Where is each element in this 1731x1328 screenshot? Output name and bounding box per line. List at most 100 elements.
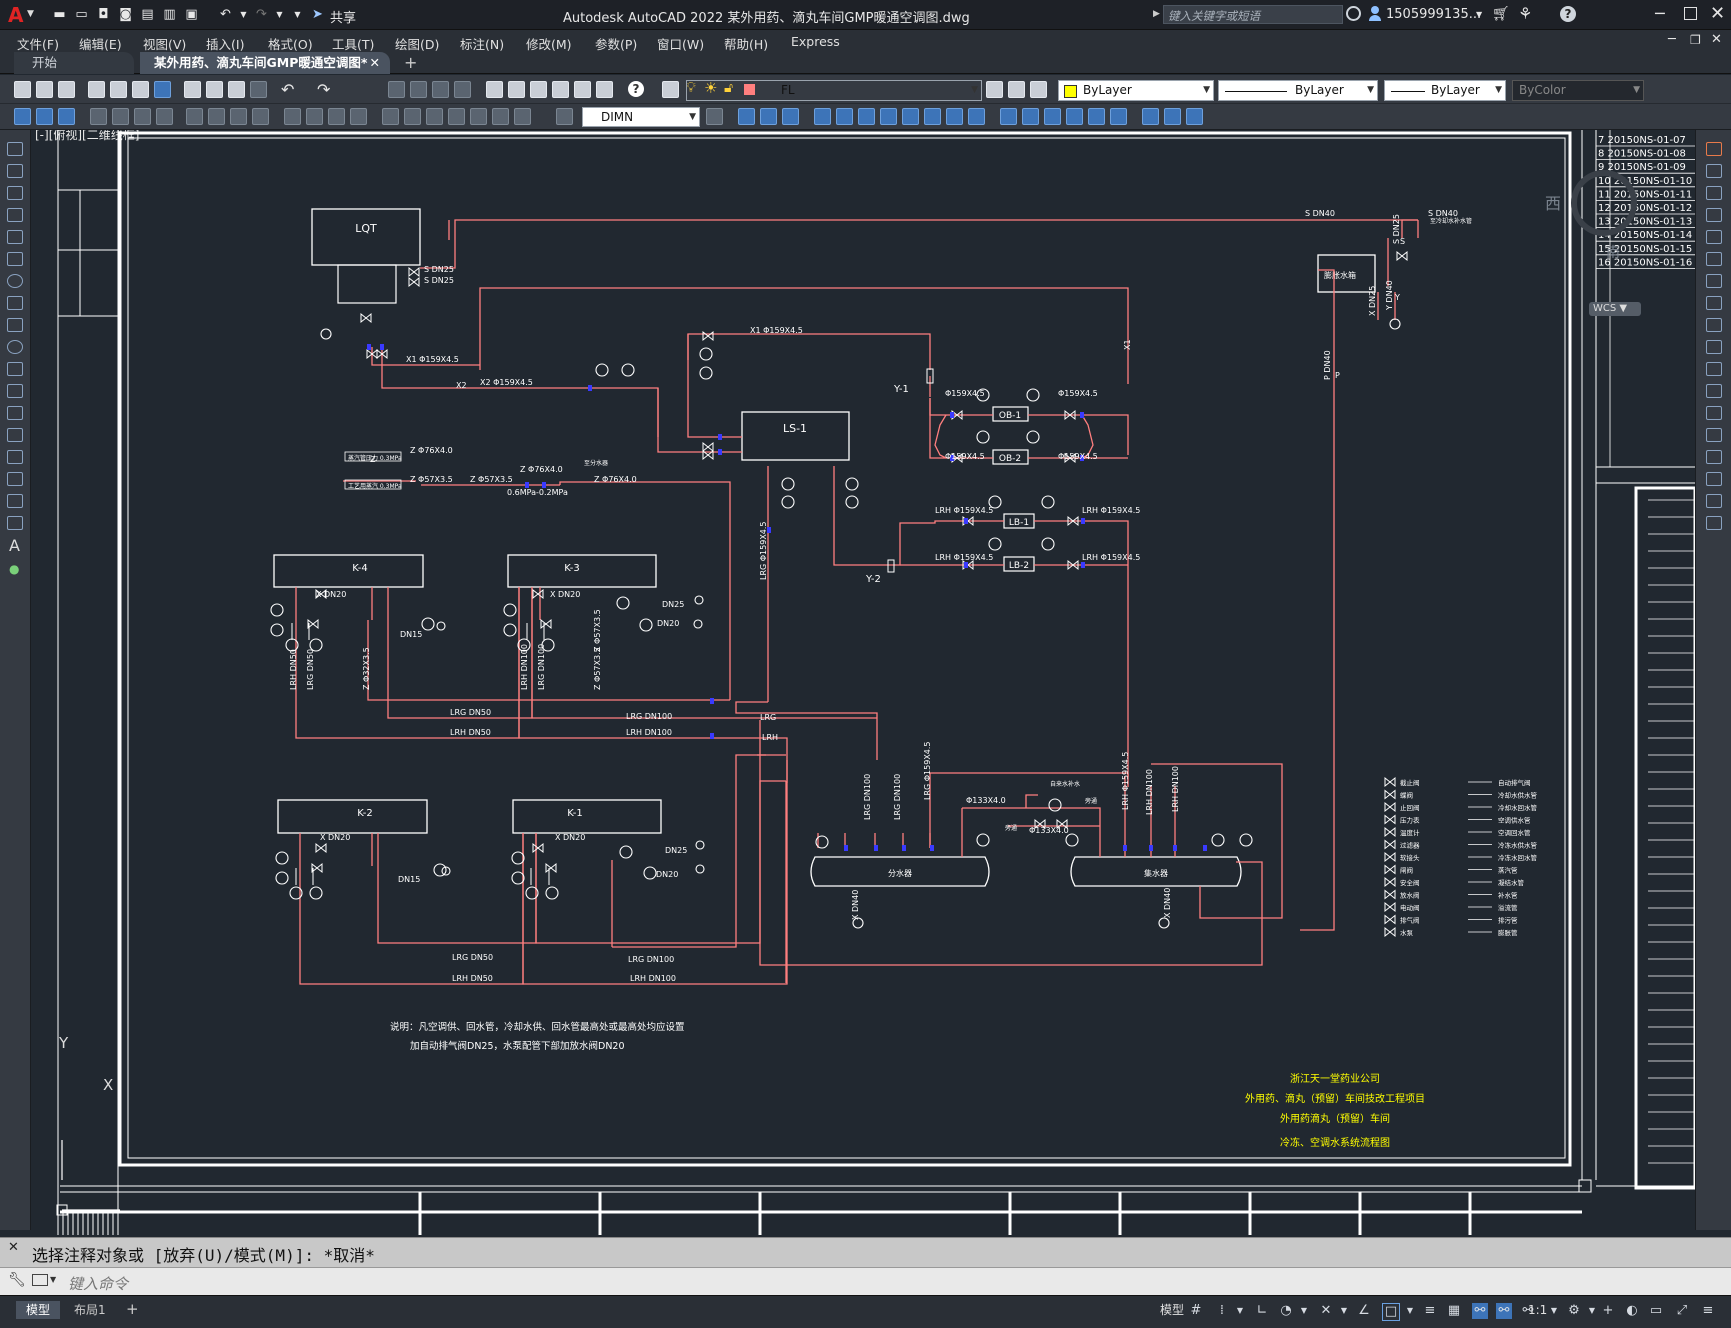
new-icon[interactable]: ▬ xyxy=(53,7,66,22)
fullscreen-icon[interactable]: ⤢ xyxy=(1676,1303,1688,1318)
mtext-icon[interactable]: A xyxy=(9,536,20,555)
modify-5-icon[interactable] xyxy=(836,108,853,125)
save-icon[interactable]: ◘ xyxy=(98,7,109,22)
snap-dropdown-icon[interactable]: ▼ xyxy=(1236,1306,1244,1315)
erase-icon[interactable] xyxy=(1706,142,1722,156)
menu-window[interactable]: 窗口(W) xyxy=(657,37,705,52)
menu-express[interactable]: Express xyxy=(791,34,840,49)
offset-icon[interactable] xyxy=(1706,208,1722,222)
tab-close-icon[interactable]: ✕ xyxy=(369,55,380,70)
modify-9-icon[interactable] xyxy=(924,108,941,125)
modify-6-icon[interactable] xyxy=(858,108,875,125)
viewport-controls-label[interactable]: [-][俯视][二维线框] xyxy=(35,130,140,142)
mtext-edit-icon[interactable] xyxy=(36,108,53,125)
modify-4-icon[interactable] xyxy=(814,108,831,125)
minimize-icon[interactable]: ─ xyxy=(1655,4,1665,23)
modify-13-icon[interactable] xyxy=(1022,108,1039,125)
search-input-box[interactable]: 键入关键字或短语 xyxy=(1163,5,1343,24)
tab-document[interactable]: 某外用药、滴丸车间GMP暖通空调图* ✕ xyxy=(140,52,390,74)
help-tb-icon[interactable]: ? xyxy=(628,81,644,97)
saveas-icon[interactable]: ◙ xyxy=(119,7,132,22)
layout1-tab[interactable]: 布局1 xyxy=(74,1303,106,1317)
redo-icon[interactable]: ↷ xyxy=(256,7,267,22)
search-icon[interactable] xyxy=(1346,6,1361,21)
dim-update-icon[interactable] xyxy=(514,108,531,125)
qplot-icon[interactable] xyxy=(88,81,105,98)
publish-icon[interactable] xyxy=(132,81,149,98)
open-icon[interactable]: ▭ xyxy=(75,7,88,22)
qleader-icon[interactable] xyxy=(14,108,31,125)
modify-15-icon[interactable] xyxy=(1066,108,1083,125)
dim-aligned-icon[interactable] xyxy=(112,108,129,125)
zoom-previous-icon[interactable] xyxy=(454,81,471,98)
modify-1-icon[interactable] xyxy=(738,108,755,125)
isolate-icon[interactable]: ◐ xyxy=(1626,1303,1638,1318)
annotation-scale-value[interactable]: 1:1 xyxy=(1528,1303,1548,1317)
close-window-icon[interactable]: ✕ xyxy=(1710,3,1726,24)
pan-icon[interactable] xyxy=(388,81,405,98)
doc-close-icon[interactable]: ✕ xyxy=(1711,32,1722,47)
polar-icon[interactable]: ◔ xyxy=(1280,1303,1292,1318)
user-dropdown-icon[interactable]: ▼ xyxy=(1476,10,1483,19)
qdim-icon[interactable] xyxy=(284,108,301,125)
rectangle-icon[interactable] xyxy=(7,230,23,244)
customize-dropdown-icon[interactable]: ▼ xyxy=(294,10,301,19)
modify-7-icon[interactable] xyxy=(880,108,897,125)
menu-tools[interactable]: 工具(T) xyxy=(332,37,375,52)
menu-modify[interactable]: 修改(M) xyxy=(526,37,572,52)
command-input[interactable]: 键入命令 xyxy=(68,1275,129,1293)
point-icon[interactable] xyxy=(7,428,23,442)
maximize-icon[interactable] xyxy=(1684,7,1697,20)
user-name[interactable]: 1505999135... xyxy=(1386,7,1482,22)
modify-10-icon[interactable] xyxy=(946,108,963,125)
menu-help[interactable]: 帮助(H) xyxy=(724,37,769,52)
polyline-icon[interactable] xyxy=(7,186,23,200)
app-menu-arrow-icon[interactable]: ▼ xyxy=(27,9,34,19)
workspace-dropdown-icon[interactable]: ▼ xyxy=(1588,1306,1596,1315)
modify-11-icon[interactable] xyxy=(968,108,985,125)
undo-tb-icon[interactable]: ↶ xyxy=(281,80,295,99)
transparency-icon[interactable]: ▦ xyxy=(1447,1303,1461,1318)
spline-icon[interactable] xyxy=(7,318,23,332)
menu-view[interactable]: 视图(V) xyxy=(143,37,187,52)
region-icon[interactable] xyxy=(7,494,23,508)
3d-dwf-icon[interactable] xyxy=(154,81,171,98)
tab-start[interactable]: 开始 xyxy=(14,52,134,74)
inspect-icon[interactable] xyxy=(426,108,443,125)
plot-icon[interactable]: ▣ xyxy=(185,7,198,22)
arc-icon[interactable] xyxy=(7,252,23,266)
polar-dropdown-icon[interactable]: ▼ xyxy=(1300,1306,1308,1315)
preview-icon[interactable] xyxy=(110,81,127,98)
dim-continue-icon[interactable] xyxy=(328,108,345,125)
annotation-scale-icon[interactable]: ⚯ xyxy=(1522,1303,1534,1318)
dim-jog-line-icon[interactable] xyxy=(448,108,465,125)
undo-icon[interactable]: ↶ xyxy=(220,7,231,22)
dim-baseline-icon[interactable] xyxy=(306,108,323,125)
make-current-layer-icon[interactable] xyxy=(986,81,1003,98)
copy-icon[interactable] xyxy=(206,81,223,98)
mirror-icon[interactable] xyxy=(1706,186,1722,200)
modify-18-icon[interactable] xyxy=(1142,108,1159,125)
cart-icon[interactable]: 🛒︎ xyxy=(1492,6,1510,22)
circle-icon[interactable] xyxy=(7,274,23,288)
workspace-gear-icon[interactable]: ⚙ xyxy=(1568,1303,1580,1318)
toolpalettes-icon[interactable] xyxy=(530,81,547,98)
layer-unlock-icon[interactable]: 🔓︎ xyxy=(724,80,734,96)
web-open-icon[interactable]: ▤ xyxy=(141,7,154,22)
array-icon[interactable] xyxy=(1706,230,1722,244)
command-recent-arrow-icon[interactable]: ▼ xyxy=(50,1275,57,1284)
ellipse-arc-icon[interactable] xyxy=(7,362,23,376)
help-icon[interactable]: ? xyxy=(1560,6,1576,22)
scale-dropdown-icon[interactable]: ▼ xyxy=(1550,1306,1558,1315)
hardware-accel-icon[interactable]: ▭ xyxy=(1649,1303,1663,1318)
dim-text-edit-icon[interactable] xyxy=(492,108,509,125)
properties-icon[interactable] xyxy=(486,81,503,98)
table-icon[interactable] xyxy=(7,516,23,530)
auto-scale-icon[interactable]: ⚯ xyxy=(1496,1303,1512,1319)
dim-diameter-icon[interactable] xyxy=(230,108,247,125)
lineweight-dropdown[interactable]: ByLayer ▼ xyxy=(1384,80,1506,101)
explode-icon[interactable] xyxy=(1706,516,1722,530)
dim-edit-icon[interactable] xyxy=(470,108,487,125)
dim-radius-icon[interactable] xyxy=(186,108,203,125)
modify-16-icon[interactable] xyxy=(1088,108,1105,125)
